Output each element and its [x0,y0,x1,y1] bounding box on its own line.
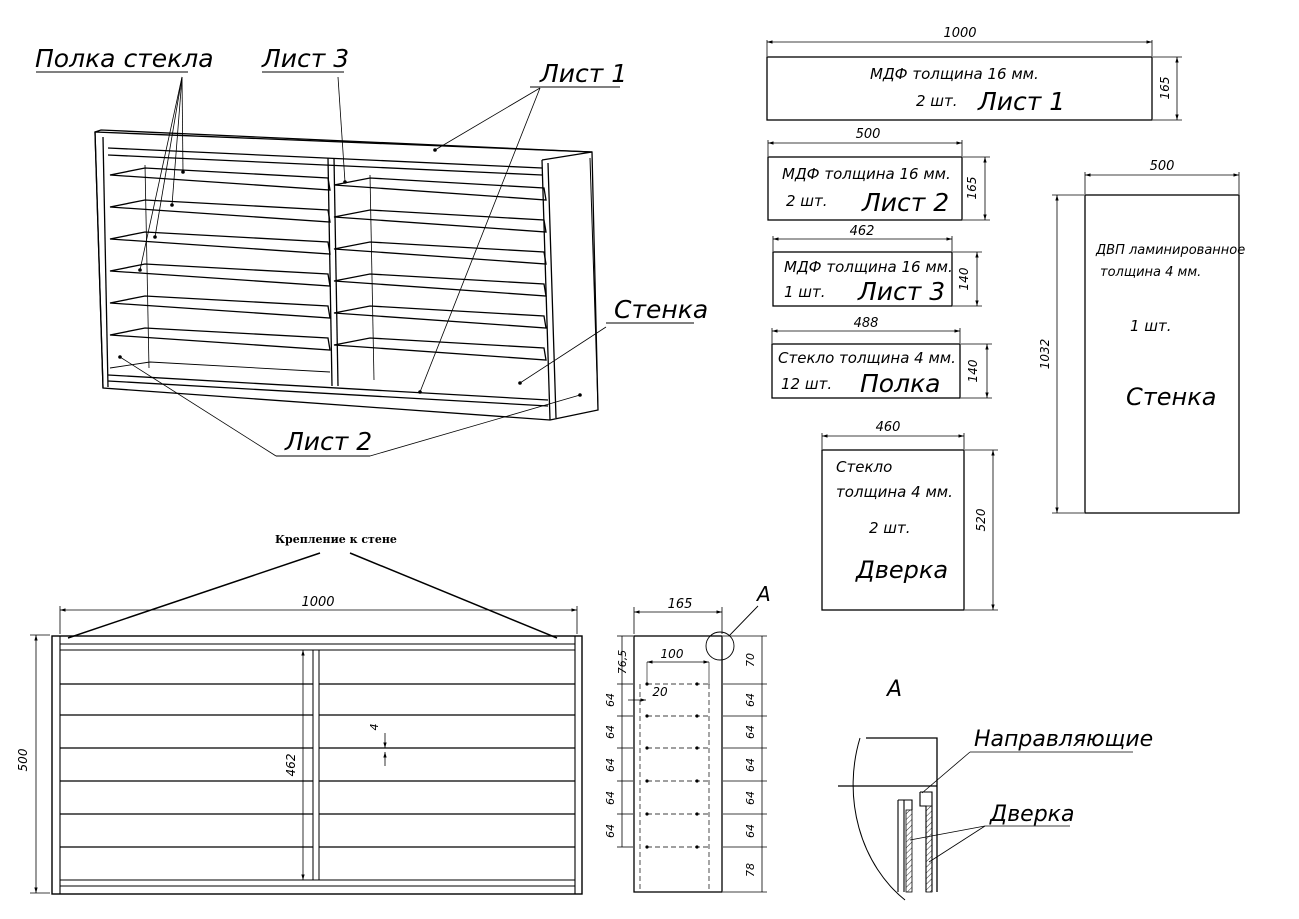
shelf-height-dim: 140 [966,359,980,382]
side-left-dim-3: 64 [604,758,617,772]
part-sheet1: 1000 165 МДФ толщина 16 мм. 2 шт. Лист 1 [766,26,1182,121]
side-right-dim-1: 64 [744,693,757,707]
door-width-dim: 460 [876,420,901,435]
front-view: Крепление к стене 1000 500 [16,533,583,895]
sheet3-material: МДФ толщина 16 мм. [784,258,953,276]
shelf-qty: 12 шт. [781,375,832,393]
sheet3-width-dim: 462 [850,224,875,239]
shelf-material: Стекло толщина 4 мм. [778,349,956,367]
sheet2-material: МДФ толщина 16 мм. [782,165,951,183]
sheet1-qty: 2 шт. [916,92,958,110]
sheet2-width-dim: 500 [856,127,881,142]
side-left-dim-4: 64 [604,791,617,805]
front-inner-dim: 462 [284,754,298,777]
sheet3-qty: 1 шт. [784,283,826,301]
sheet2-height-dim: 165 [965,177,979,200]
sheet2-qty: 2 шт. [786,192,828,210]
door-name: Дверка [855,556,948,584]
side-left-dim-5: 64 [604,824,617,838]
side-depth-dim: 165 [668,597,693,612]
wall-material-2: толщина 4 мм. [1100,265,1201,280]
door-material-2: толщина 4 мм. [836,483,953,501]
wall-material-1: ДВП ламинированное [1095,243,1245,258]
side-left-dim-2: 64 [604,725,617,739]
wall-name: Стенка [1126,383,1216,411]
side-offset-dim: 20 [652,685,668,699]
sheet3-name: Лист 3 [857,277,945,306]
door-height-dim: 520 [974,508,988,531]
wall-qty: 1 шт. [1130,317,1172,335]
side-right-dim-0: 70 [744,653,757,667]
isometric-view: Полка стекла Лист 3 Лист 1 Стенка Лист 2 [35,44,708,457]
side-view: 165 A 100 20 [604,582,771,893]
side-right-dim-4: 64 [744,791,757,805]
side-right-dim-2: 64 [744,725,757,739]
front-width-dim: 1000 [301,595,334,610]
part-sheet2: 500 165 МДФ толщина 16 мм. 2 шт. Лист 2 [767,127,990,221]
leader-lines [119,76,607,457]
detail-a-marker: A [755,582,771,606]
detail-a-title: А [885,677,902,702]
part-wall: 500 1032 ДВП ламинированное толщина 4 мм… [1038,159,1245,514]
side-left-dim-0: 76,5 [616,650,629,675]
cabinet-iso [94,129,599,421]
sheet1-height-dim: 165 [1158,77,1172,100]
callout-sheet2: Лист 2 [284,427,372,456]
front-view-title: Крепление к стене [275,533,397,546]
part-door: 460 520 Стекло толщина 4 мм. 2 шт. Дверк… [821,420,998,611]
front-gap-dim: 4 [368,724,381,731]
sheet1-width-dim: 1000 [943,26,976,41]
detail-a-guides-label: Направляющие [974,727,1153,752]
side-right-dim-3: 64 [744,758,757,772]
callout-sheet1: Лист 1 [539,59,627,88]
side-left-dim-1: 64 [604,693,617,707]
callout-sheet3: Лист 3 [261,44,349,73]
detail-a-door-label: Дверка [989,802,1074,827]
callout-wall: Стенка [614,295,708,324]
side-right-dim-6: 78 [744,863,757,877]
callout-shelf-glass: Полка стекла [35,44,214,73]
wall-width-dim: 500 [1150,159,1175,174]
part-shelf: 488 140 Стекло толщина 4 мм. 12 шт. Полк… [771,316,992,399]
side-inner-width-dim: 100 [661,647,684,661]
sheet1-name: Лист 1 [977,87,1065,116]
shelf-name: Полка [860,369,941,398]
door-qty: 2 шт. [869,519,911,537]
sheet1-material: МДФ толщина 16 мм. [870,65,1039,83]
front-height-dim: 500 [16,748,30,771]
sheet2-name: Лист 2 [861,188,949,217]
sheet3-height-dim: 140 [957,267,971,290]
wall-height-dim: 1032 [1038,339,1052,370]
door-material-1: Стекло [836,458,892,476]
part-sheet3: 462 140 МДФ толщина 16 мм. 1 шт. Лист 3 [772,224,982,307]
side-right-dim-5: 64 [744,824,757,838]
detail-a-view: А Направляющие Дверка [838,677,1153,901]
shelf-width-dim: 488 [854,316,879,331]
